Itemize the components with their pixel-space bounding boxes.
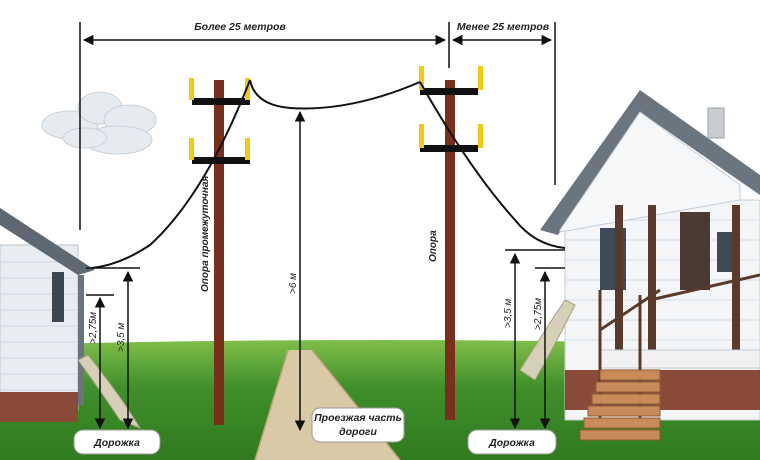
height-left-35-label: >3,5 м (116, 322, 127, 352)
path-right-label: Дорожка (488, 437, 535, 449)
height-road-label: >6 м (288, 273, 299, 294)
path-left-box: Дорожка (73, 429, 161, 455)
span-short-label: Менее 25 метров (457, 21, 550, 33)
height-left-275-label: >2,75м (88, 312, 99, 344)
left-house (0, 208, 95, 422)
pole (419, 66, 483, 420)
path-right-box: Дорожка (467, 429, 557, 455)
right-house (540, 90, 760, 441)
road-label-line1: Проезжая часть (314, 412, 402, 424)
span-long-label: Более 25 метров (194, 21, 286, 33)
height-right-275-label: >2,75м (533, 298, 544, 330)
height-arrows (86, 110, 565, 432)
path-left-label: Дорожка (93, 437, 140, 449)
pole-label: Опора (428, 230, 439, 262)
wires (91, 79, 566, 269)
span-dimensions (79, 22, 556, 230)
pole-intermediate-label: Опора промежуточная (200, 176, 211, 292)
road-label-line2: дороги (339, 426, 377, 438)
road-label-box: Проезжая часть дороги (311, 407, 405, 443)
height-right-35-label: >3,5 м (503, 298, 514, 328)
cloud (41, 91, 157, 155)
